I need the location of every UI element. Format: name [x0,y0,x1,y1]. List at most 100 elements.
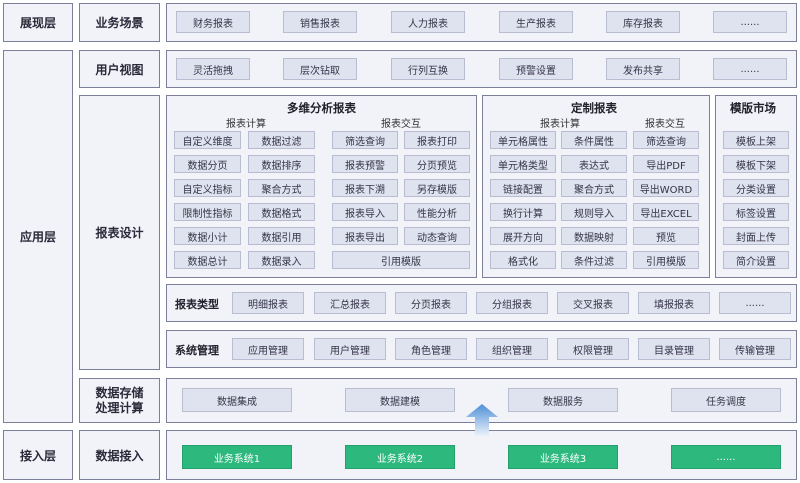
user-view-item: 层次钻取 [283,58,357,80]
access-item: 业务系统2 [345,445,455,469]
multi-sub-right: 报表交互 [381,119,421,130]
custom-report-item: 导出EXCEL [633,203,699,221]
module-storage-label-line1: 数据存储 [95,385,144,400]
custom-report-title: 定制报表 [571,101,617,115]
business-row-box [166,3,797,42]
report-type-item: 分页报表 [395,292,467,314]
module-report-design-label: 报表设计 [95,226,144,240]
template-market-item: 简介设置 [723,251,789,269]
user-view-item: 发布共享 [606,58,680,80]
module-user-view-label: 用户视图 [95,62,144,77]
multi-analysis-item: 自定义维度 [174,131,241,149]
custom-report-item: 导出PDF [633,155,699,173]
multi-analysis-item: 引用模版 [332,251,470,269]
module-storage: 数据存储 处理计算 [79,378,160,423]
custom-report-item: 链接配置 [490,179,556,197]
access-item: ...... [671,445,781,469]
custom-report-item: 筛选查询 [633,131,699,149]
report-type-title: 报表类型 [175,298,219,311]
custom-sub-right: 报表交互 [645,119,685,130]
custom-report-item: 换行计算 [490,203,556,221]
module-business: 业务场景 [79,3,160,42]
custom-report-item: 单元格属性 [490,131,556,149]
template-market-title: 模版市场 [730,101,776,115]
custom-report-item: 单元格类型 [490,155,556,173]
multi-analysis-item: 报表下溯 [332,179,398,197]
user-view-item: 行列互换 [391,58,465,80]
custom-sub-left: 报表计算 [540,119,580,130]
multi-analysis-item: 数据分页 [174,155,241,173]
custom-report-item: 展开方向 [490,227,556,245]
module-user-view: 用户视图 [79,50,160,88]
template-market-item: 模板下架 [723,155,789,173]
template-market-item: 模板上架 [723,131,789,149]
storage-item: 数据建模 [345,388,455,412]
template-market-item: 封面上传 [723,227,789,245]
module-access-label: 数据接入 [95,448,144,463]
module-business-label: 业务场景 [95,16,144,30]
multi-analysis-item: 筛选查询 [332,131,398,149]
system-item: 传输管理 [719,338,791,360]
storage-item: 任务调度 [671,388,781,412]
layer-access: 接入层 [3,430,73,480]
user-view-row-box [166,50,797,88]
template-market-item: 分类设置 [723,179,789,197]
multi-analysis-item: 动态查询 [404,227,470,245]
multi-analysis-item: 数据小计 [174,227,241,245]
business-item: 库存报表 [606,11,680,33]
user-view-item: 灵活拖拽 [176,58,250,80]
module-access: 数据接入 [79,430,160,480]
user-view-item: 预警设置 [499,58,573,80]
report-type-item: 填报报表 [638,292,710,314]
custom-report-item: 聚合方式 [561,179,627,197]
storage-item: 数据服务 [508,388,618,412]
custom-report-item: 条件属性 [561,131,627,149]
business-item: 生产报表 [499,11,573,33]
business-item: ...... [713,11,787,33]
custom-report-item: 预览 [633,227,699,245]
custom-report-item: 数据映射 [561,227,627,245]
access-item: 业务系统3 [508,445,618,469]
custom-report-item: 表达式 [561,155,627,173]
multi-analysis-item: 数据过滤 [248,131,315,149]
layer-application-label: 应用层 [19,230,56,244]
report-type-item: 交叉报表 [557,292,629,314]
custom-report-item: 格式化 [490,251,556,269]
multi-analysis-item: 报表导出 [332,227,398,245]
layer-access-label: 接入层 [19,448,56,463]
system-item: 角色管理 [395,338,467,360]
multi-analysis-item: 数据录入 [248,251,315,269]
custom-report-item: 引用模版 [633,251,699,269]
layer-application: 应用层 [3,50,73,423]
report-type-item: 汇总报表 [314,292,386,314]
system-item: 用户管理 [314,338,386,360]
system-item: 组织管理 [476,338,548,360]
storage-item: 数据集成 [182,388,292,412]
custom-report-item: 条件过滤 [561,251,627,269]
business-item: 人力报表 [391,11,465,33]
access-item: 业务系统1 [182,445,292,469]
custom-report-item: 规则导入 [561,203,627,221]
multi-analysis-title: 多维分析报表 [287,101,356,115]
system-title: 系统管理 [175,344,219,357]
multi-analysis-item: 性能分析 [404,203,470,221]
module-storage-label-line2: 处理计算 [95,400,144,415]
multi-analysis-item: 分页预览 [404,155,470,173]
multi-sub-left: 报表计算 [226,119,266,130]
multi-analysis-item: 限制性指标 [174,203,241,221]
multi-analysis-item: 报表预警 [332,155,398,173]
business-item: 财务报表 [176,11,250,33]
custom-report-item: 导出WORD [633,179,699,197]
report-type-item: 明细报表 [232,292,304,314]
system-item: 应用管理 [232,338,304,360]
layer-presentation: 展现层 [3,3,73,42]
module-report-design: 报表设计 [79,95,160,370]
report-type-item: 分组报表 [476,292,548,314]
business-item: 销售报表 [283,11,357,33]
multi-analysis-item: 数据总计 [174,251,241,269]
report-type-item: ...... [719,292,791,314]
multi-analysis-item: 另存模版 [404,179,470,197]
user-view-item: ...... [713,58,787,80]
multi-analysis-item: 数据格式 [248,203,315,221]
multi-analysis-item: 数据引用 [248,227,315,245]
